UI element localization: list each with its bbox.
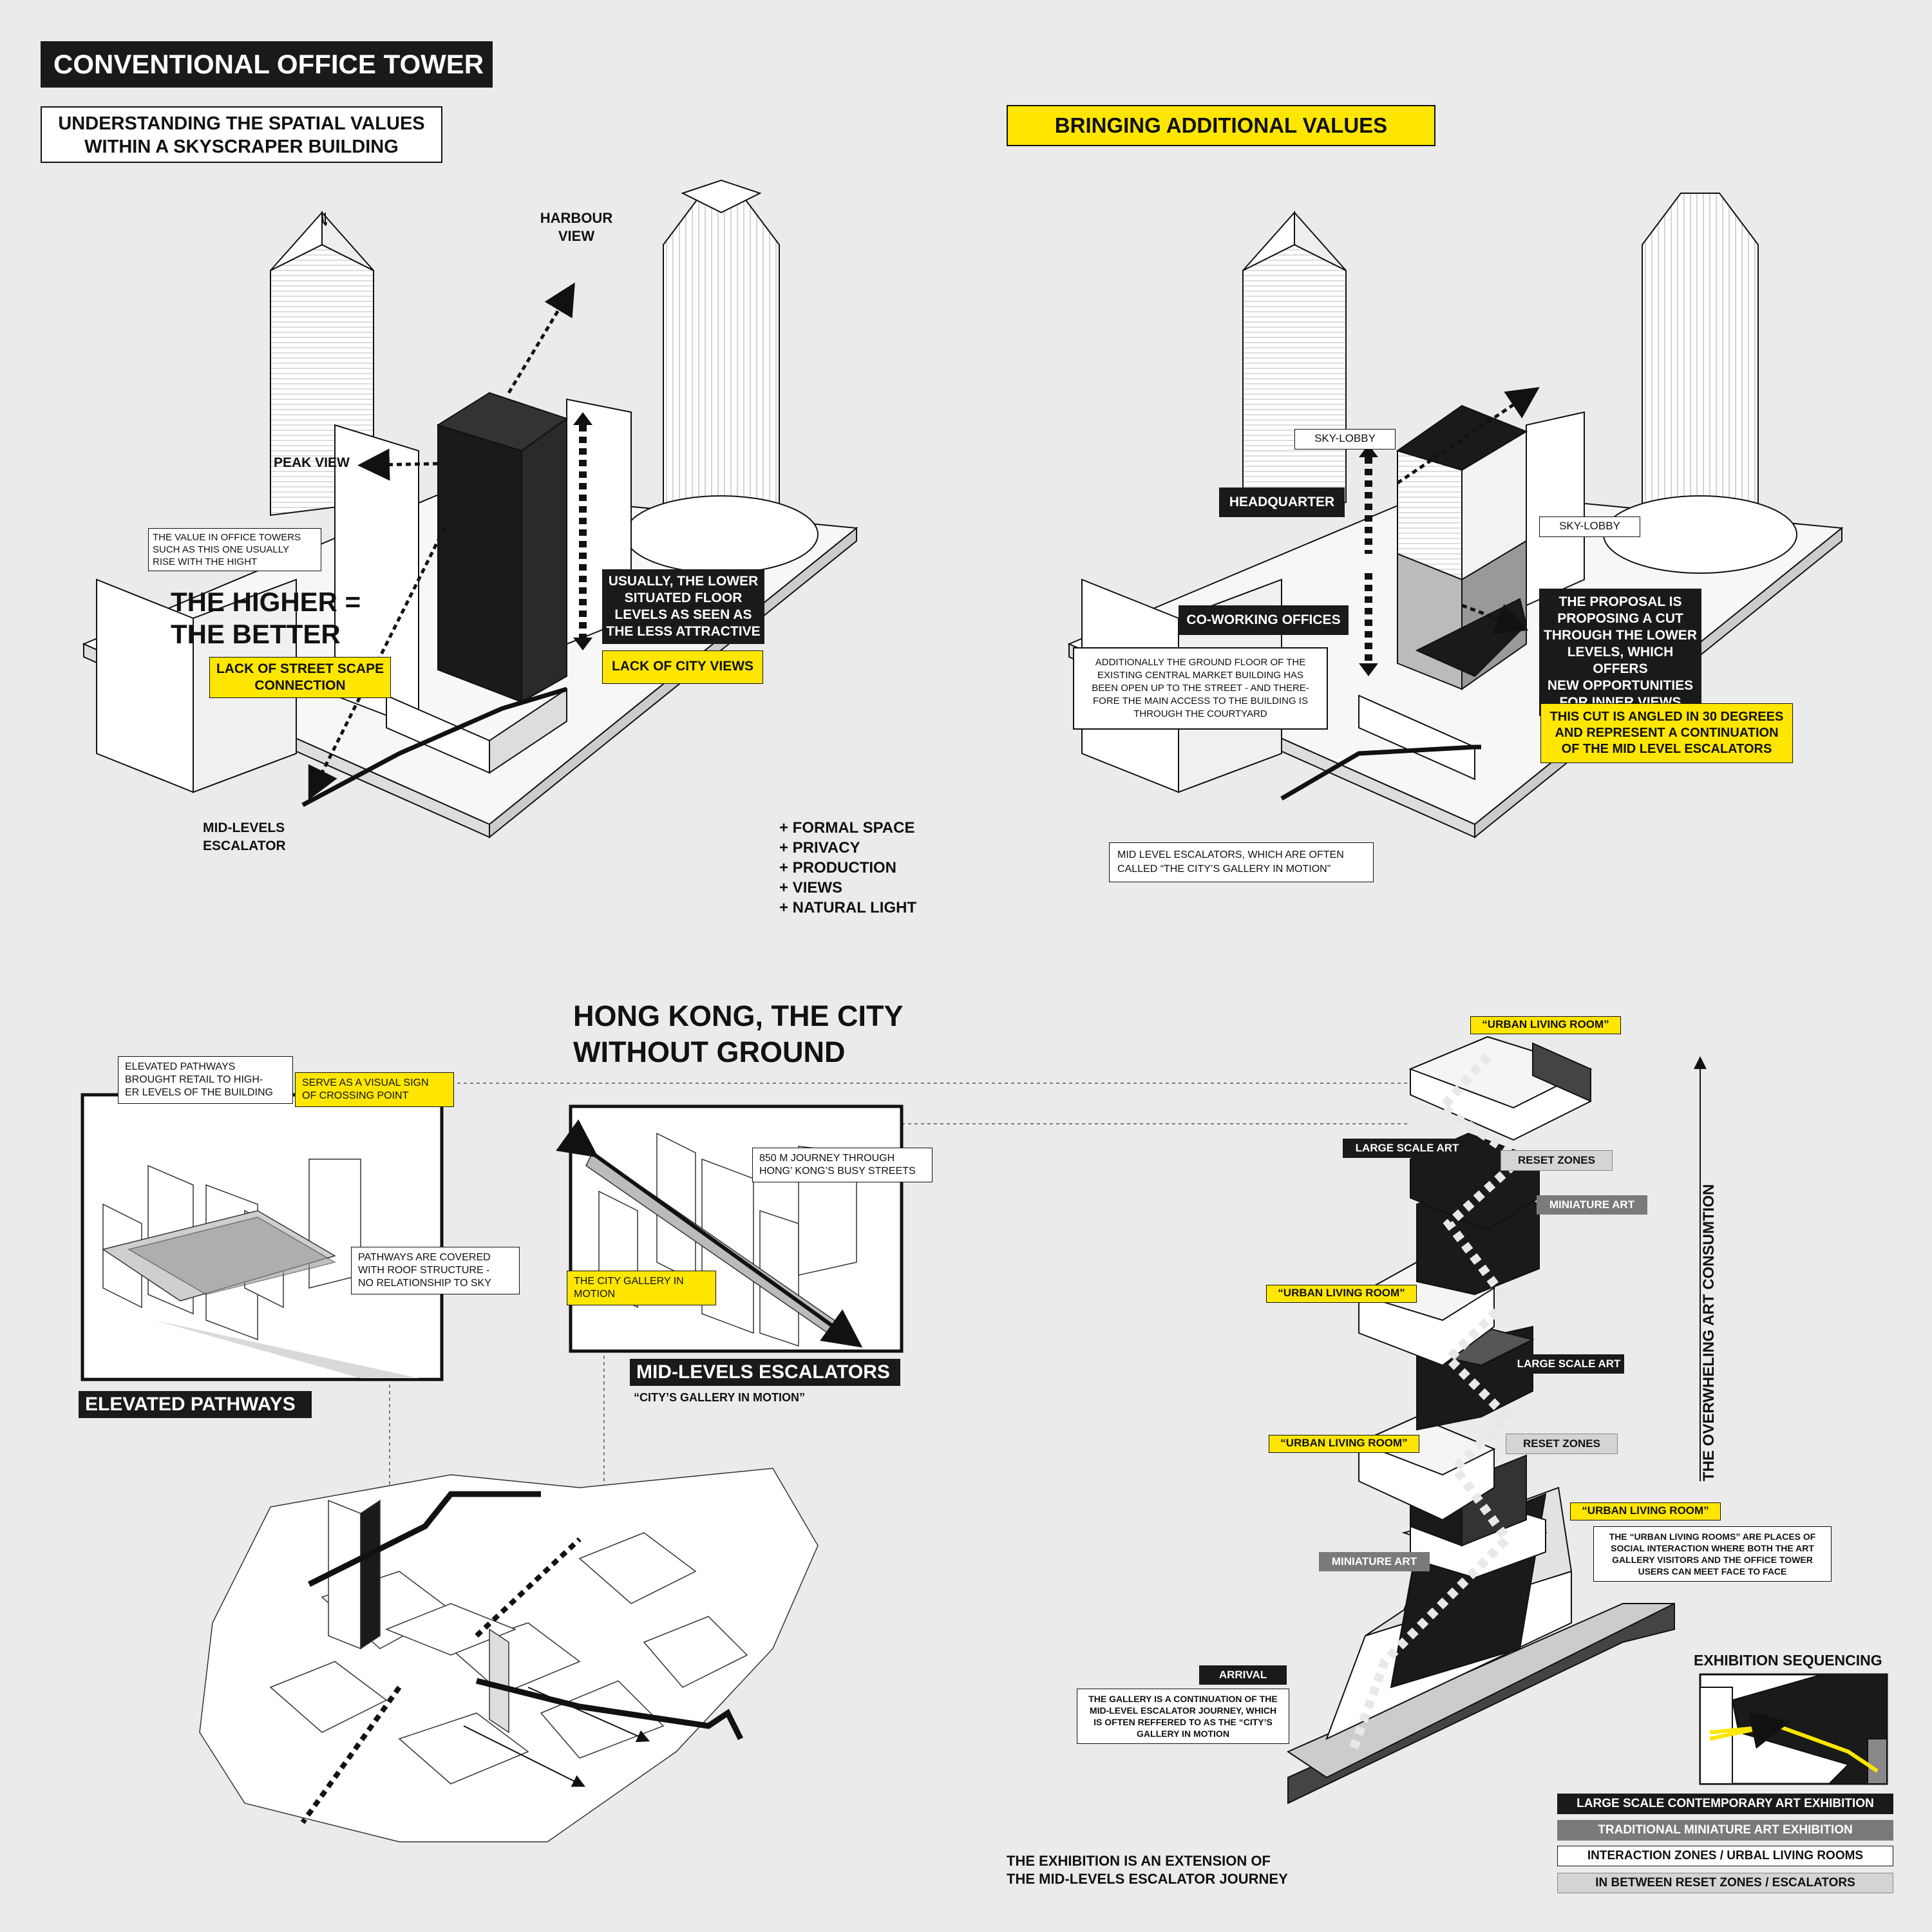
- value-item: + VIEWS: [779, 879, 843, 896]
- peak-view-label: PEAK VIEW: [274, 455, 350, 470]
- map-routes: [307, 1491, 744, 1741]
- subtitle: UNDERSTANDING THE SPATIAL VALUES WITHIN …: [41, 106, 442, 163]
- large-art-label-1: LARGE SCALE ART: [1343, 1139, 1472, 1158]
- gallery-in-motion-subtitle: “CITY’S GALLERY IN MOTION”: [634, 1391, 806, 1404]
- elevated-note-1: ELEVATED PATHWAYS BROUGHT RETAIL TO HIGH…: [118, 1056, 293, 1104]
- legend-yellow-path: [1709, 1710, 1879, 1773]
- ulr-note: THE “URBAN LIVING ROOMS” ARE PLACES OF S…: [1593, 1526, 1832, 1582]
- main-title: CONVENTIONAL OFFICE TOWER: [41, 41, 493, 88]
- lower-levels-note: USUALLY, THE LOWER SITUATED FLOOR LEVELS…: [602, 569, 764, 644]
- lack-street-note: LACK OF STREET SCAPE CONNECTION: [209, 657, 391, 698]
- value-item: + PRODUCTION: [779, 859, 897, 876]
- vertical-label: THE OVERWHELING ART CONSUMTION: [1700, 1184, 1718, 1481]
- arrival-label: ARRIVAL: [1199, 1665, 1287, 1685]
- right-diagram-arrows: [1396, 387, 1540, 634]
- reset-zones-label-1: RESET ZONES: [1501, 1150, 1613, 1171]
- escalator-journey-note: 850 M JOURNEY THROUGH HONG’ KONG’S BUSY …: [752, 1148, 933, 1182]
- ulr-label-top: “URBAN LIVING ROOM”: [1470, 1016, 1621, 1034]
- legend-item-interaction-zones: INTERACTION ZONES / URBAL LIVING ROOMS: [1557, 1846, 1893, 1866]
- elevated-note-2: SERVE AS A VISUAL SIGN OF CROSSING POINT: [295, 1072, 454, 1107]
- lack-views-note: LACK OF CITY VIEWS: [602, 650, 763, 684]
- legend-title: EXHIBITION SEQUENCING: [1694, 1652, 1882, 1669]
- mid-levels-escalators-label: MID-LEVELS ESCALATORS: [630, 1359, 900, 1386]
- right-title: BRINGING ADDITIONAL VALUES: [1007, 105, 1435, 146]
- legend-item-reset-zones: IN BETWEEN RESET ZONES / ESCALATORS: [1557, 1873, 1893, 1893]
- exhibition-tower: [1286, 1036, 1675, 1804]
- exhibition-footer: THE EXHIBITION IS AN EXTENSION OF THE MI…: [1007, 1853, 1288, 1887]
- elevated-note-3: PATHWAYS ARE COVERED WITH ROOF STRUCTURE…: [351, 1247, 520, 1294]
- ulr-label-4: “URBAN LIVING ROOM”: [1570, 1502, 1721, 1520]
- left-tower-diagram: [82, 179, 858, 839]
- sky-lobby-label-1: SKY-LOBBY: [1294, 429, 1396, 450]
- legend-item-miniature-art: TRADITIONAL MINIATURE ART EXHIBITION: [1557, 1820, 1893, 1841]
- city-map: [199, 1468, 819, 1842]
- miniature-art-label-1: MINIATURE ART: [1537, 1195, 1647, 1215]
- harbour-view-label: HARBOUR VIEW: [540, 210, 613, 244]
- coworking-label: CO-WORKING OFFICES: [1179, 605, 1349, 635]
- legend-item-large-art: LARGE SCALE CONTEMPORARY ART EXHIBITION: [1557, 1794, 1893, 1814]
- value-item: + PRIVACY: [779, 839, 860, 857]
- elevated-pathways-label: ELEVATED PATHWAYS: [79, 1391, 312, 1418]
- higher-better-label: THE HIGHER = THE BETTER: [171, 587, 361, 649]
- reset-zones-label-2: RESET ZONES: [1506, 1434, 1618, 1454]
- black-office-tower: [437, 424, 522, 703]
- value-item: + FORMAL SPACE: [779, 819, 915, 837]
- ulr-label-3: “URBAN LIVING ROOM”: [1269, 1435, 1419, 1453]
- sky-lobby-label-2: SKY-LOBBY: [1539, 516, 1640, 537]
- map-dashed-routes: [300, 1537, 582, 1824]
- escalator-note: MID LEVEL ESCALATORS, WHICH ARE OFTEN CA…: [1109, 842, 1374, 882]
- cut-note: THIS CUT IS ANGLED IN 30 DEGREES AND REP…: [1540, 703, 1793, 763]
- escalator-line: [301, 687, 568, 808]
- value-item: + NATURAL LIGHT: [779, 899, 917, 916]
- values-list: + FORMAL SPACE + PRIVACY + PRODUCTION + …: [779, 818, 916, 918]
- escalator-label: MID-LEVELS ESCALATOR: [203, 820, 286, 853]
- city-gallery-note: THE CITY GALLERY IN MOTION: [567, 1271, 716, 1305]
- ifc-tower: [663, 193, 780, 529]
- value-note: THE VALUE IN OFFICE TOWERS SUCH AS THIS …: [148, 528, 321, 571]
- map-arrows: [463, 1687, 650, 1787]
- left-diagram-arrows: [308, 282, 575, 800]
- arrival-note: THE GALLERY IS A CONTINUATION OF THE MID…: [1077, 1689, 1289, 1744]
- miniature-art-label-2: MINIATURE ART: [1319, 1552, 1430, 1571]
- exhibition-path: [1348, 1053, 1528, 1754]
- city-title: HONG KONG, THE CITY WITHOUT GROUND: [573, 999, 904, 1068]
- ulr-label-2: “URBAN LIVING ROOM”: [1266, 1285, 1417, 1303]
- headquarter-label: HEADQUARTER: [1219, 488, 1345, 517]
- proposal-note: THE PROPOSAL IS PROPOSING A CUT THROUGH …: [1539, 589, 1701, 716]
- elevated-pathways-drawing: [102, 1159, 419, 1378]
- ground-floor-note: ADDITIONALLY THE GROUND FLOOR OF THE EXI…: [1073, 647, 1328, 730]
- large-art-label-2: LARGE SCALE ART: [1513, 1354, 1624, 1374]
